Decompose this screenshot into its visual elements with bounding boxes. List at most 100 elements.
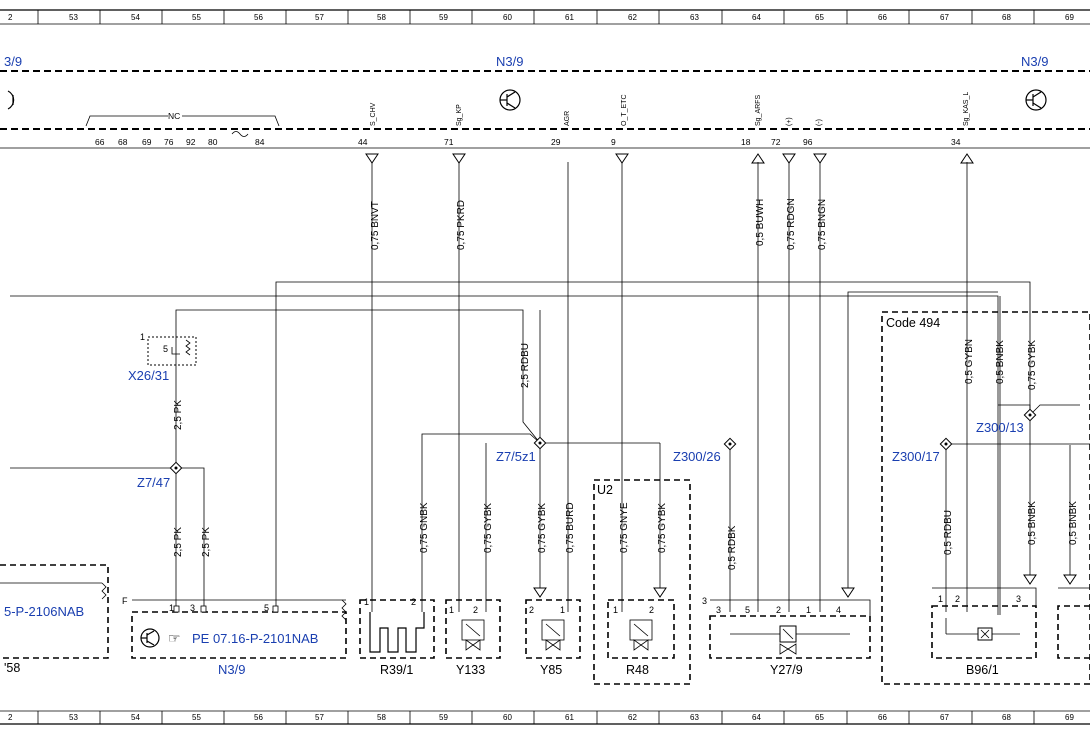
ruler-bottom-col: 68 [1002, 713, 1011, 722]
y279-component: 3 3 5 2 1 4 Y27/9 [702, 596, 871, 677]
ruler-top-col: 62 [628, 13, 637, 22]
connector-signal: AGR [564, 111, 571, 126]
y133-component: 1 2 Y133 [445, 599, 501, 677]
splice-icon [533, 436, 547, 450]
wire-label-gnye: 0,75 GNYE [619, 502, 630, 553]
ruler-top-col: 67 [940, 13, 949, 22]
pin-label: 2 [955, 594, 960, 604]
wire-label-burd: 0,75 BURD [565, 502, 576, 553]
pin-label: 1 [938, 594, 943, 604]
ruler-top-col: 64 [752, 13, 761, 22]
pin-label: 2 [649, 605, 654, 615]
nc-pin: 80 [208, 137, 218, 147]
wire-label-gybk: 0,75 GYBK [657, 503, 668, 553]
terminal-arrows [365, 153, 1077, 598]
ruler-bottom-col: 60 [503, 713, 512, 722]
ruler-top-col: 53 [69, 13, 78, 22]
wire-labels: 0,75 BNVT 0,75 PKRD 0,5 BUWH 0,75 RDGN 0… [173, 198, 1079, 570]
wire-label-gybn: 0,5 GYBN [964, 339, 975, 384]
pin-label: 5 [745, 605, 750, 615]
pin-label: 3 [190, 603, 195, 613]
ruler-top-col: 54 [131, 13, 140, 22]
pin-label: 3 [702, 596, 707, 606]
heater-icon [369, 612, 425, 653]
solenoid-valve-icon [461, 619, 485, 651]
code-494-box [881, 311, 1090, 685]
pin-label: 1 [140, 332, 145, 342]
bottom-ruler: 2 53 54 55 56 57 58 59 60 61 62 63 64 65… [0, 710, 1090, 725]
right-cut-box [1057, 605, 1090, 659]
ruler-bottom-col: 64 [752, 713, 761, 722]
component-label-y279: Y27/9 [770, 663, 803, 677]
ruler-bottom-col: 59 [439, 713, 448, 722]
pin-label: 2 [473, 605, 478, 615]
wire-label-gybk: 0,75 GYBK [1027, 340, 1038, 390]
wire-label-gybk: 0,75 GYBK [537, 503, 548, 553]
ruler-bottom-col: 53 [69, 713, 78, 722]
ruler-top-col: 65 [815, 13, 824, 22]
ruler-top-col-left: 2 [8, 13, 13, 22]
wire-label-pk: 2,5 PK [173, 527, 184, 557]
nc-pin: 76 [164, 137, 174, 147]
solenoid-valve-icon [629, 619, 653, 651]
pin-label: 2 [776, 605, 781, 615]
pin-label: 3 [716, 605, 721, 615]
module-label-bottom: N3/9 [218, 662, 245, 677]
module-label-right: N3/9 [1021, 54, 1048, 69]
ruler-bottom-col: 55 [192, 713, 201, 722]
n39-header: 3/9 N3/9 N3/9 NC 66 68 [0, 54, 1090, 149]
module-label-left: 3/9 [4, 54, 22, 69]
splice-label-z30026: Z300/26 [673, 449, 721, 464]
connector-pin-number: 96 [803, 137, 813, 147]
wire-label-bnbk: 0,5 BNBK [1068, 501, 1079, 545]
ruler-top-col: 60 [503, 13, 512, 22]
splice-icon [169, 461, 183, 475]
wire-label-rdbk: 0,5 RDBK [727, 525, 738, 570]
wire-label-bngn: 0,75 BNGN [817, 199, 828, 250]
connector-signal: Sg_KP [456, 104, 463, 126]
ruler-top-col: 56 [254, 13, 263, 22]
connector-signal: S_CHV [370, 102, 377, 126]
code-box-label: Code 494 [886, 316, 940, 330]
left-cut-label: '58 [4, 661, 20, 675]
ruler-top-col: 63 [690, 13, 699, 22]
splice-label-z30017: Z300/17 [892, 449, 940, 464]
pointing-hand-icon: ☞ [168, 630, 181, 646]
wire-label-bnbk: 0,5 BNBK [1027, 501, 1038, 545]
ruler-top-col: 61 [565, 13, 574, 22]
ruler-bottom-col: 57 [315, 713, 324, 722]
ruler-bottom-col: 54 [131, 713, 140, 722]
pin-label: 1 [449, 605, 454, 615]
left-module: 5-P-2106NAB '58 [0, 564, 109, 675]
ruler-bottom-col: 56 [254, 713, 263, 722]
pin-label: 1 [364, 597, 369, 607]
wire-label-bnbk: 0,5 BNBK [995, 340, 1006, 384]
b961-component: 1 2 3 B96/1 [931, 587, 1037, 677]
wire-label-bnvt: 0,75 BNVT [370, 201, 381, 250]
ruler-bottom-col: 66 [878, 713, 887, 722]
splice-label-z747: Z7/47 [137, 475, 170, 490]
pin-label: 5 [163, 344, 168, 354]
ruler-bottom-col-left: 2 [8, 713, 13, 722]
component-label-r391: R39/1 [380, 663, 413, 677]
left-ref-link[interactable]: 5-P-2106NAB [4, 604, 84, 619]
wire-label-buwh: 0,5 BUWH [755, 199, 766, 246]
component-label-r48: R48 [626, 663, 649, 677]
connector-pin-number: 34 [951, 137, 961, 147]
ruler-top-col: 69 [1065, 13, 1074, 22]
r48-component: 1 2 R48 [607, 599, 675, 677]
nc-pin: 84 [255, 137, 265, 147]
wire-label-rdbu-25: 2,5 RDBU [520, 343, 531, 388]
pin-label: 1 [169, 603, 174, 613]
pin-label: 2 [529, 605, 534, 615]
connector-signal: Sg_ARFS [755, 95, 762, 126]
connector-pin-number: 29 [551, 137, 561, 147]
x26-connector: 1 5 X26/31 [128, 332, 197, 383]
wire-label-rdgn: 0,75 RDGN [786, 198, 797, 250]
pin-label: 4 [836, 605, 841, 615]
main-ref-link[interactable]: PE 07.16-P-2101NAB [192, 631, 318, 646]
transistor-icon [499, 89, 521, 111]
splices: Z7/5z1 Z7/47 Z300/26 Z300/17 Z300/13 1 5… [128, 332, 1037, 490]
ruler-bottom-col: 61 [565, 713, 574, 722]
